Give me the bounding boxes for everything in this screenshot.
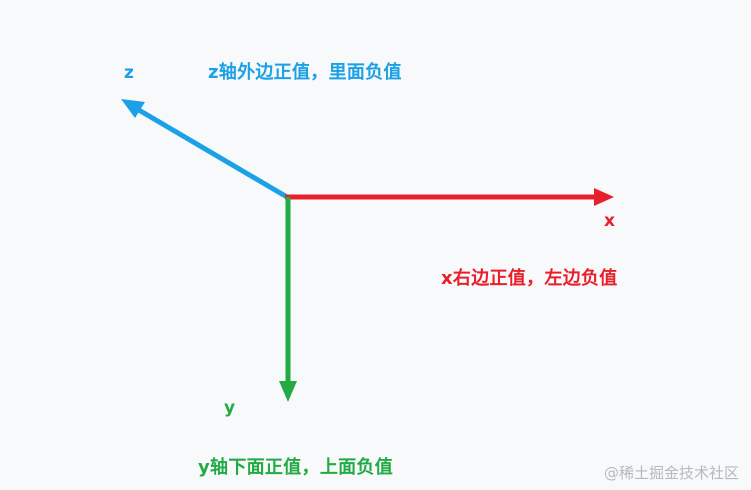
y-axis-arrowhead [279, 381, 297, 402]
x-axis-label: x [604, 211, 615, 231]
z-axis-label: z [124, 63, 134, 83]
x-axis-description: x右边正值，左边负值 [441, 268, 618, 289]
z-axis-description: z轴外边正值，里面负值 [208, 62, 402, 83]
x-axis-arrowhead [594, 188, 614, 206]
y-axis-description: y轴下面正值，上面负值 [198, 457, 394, 478]
z-axis-arrowhead [121, 99, 145, 118]
y-axis-label: y [224, 398, 236, 418]
watermark: @稀土掘金技术社区 [603, 464, 739, 482]
z-axis-line [130, 103, 289, 200]
